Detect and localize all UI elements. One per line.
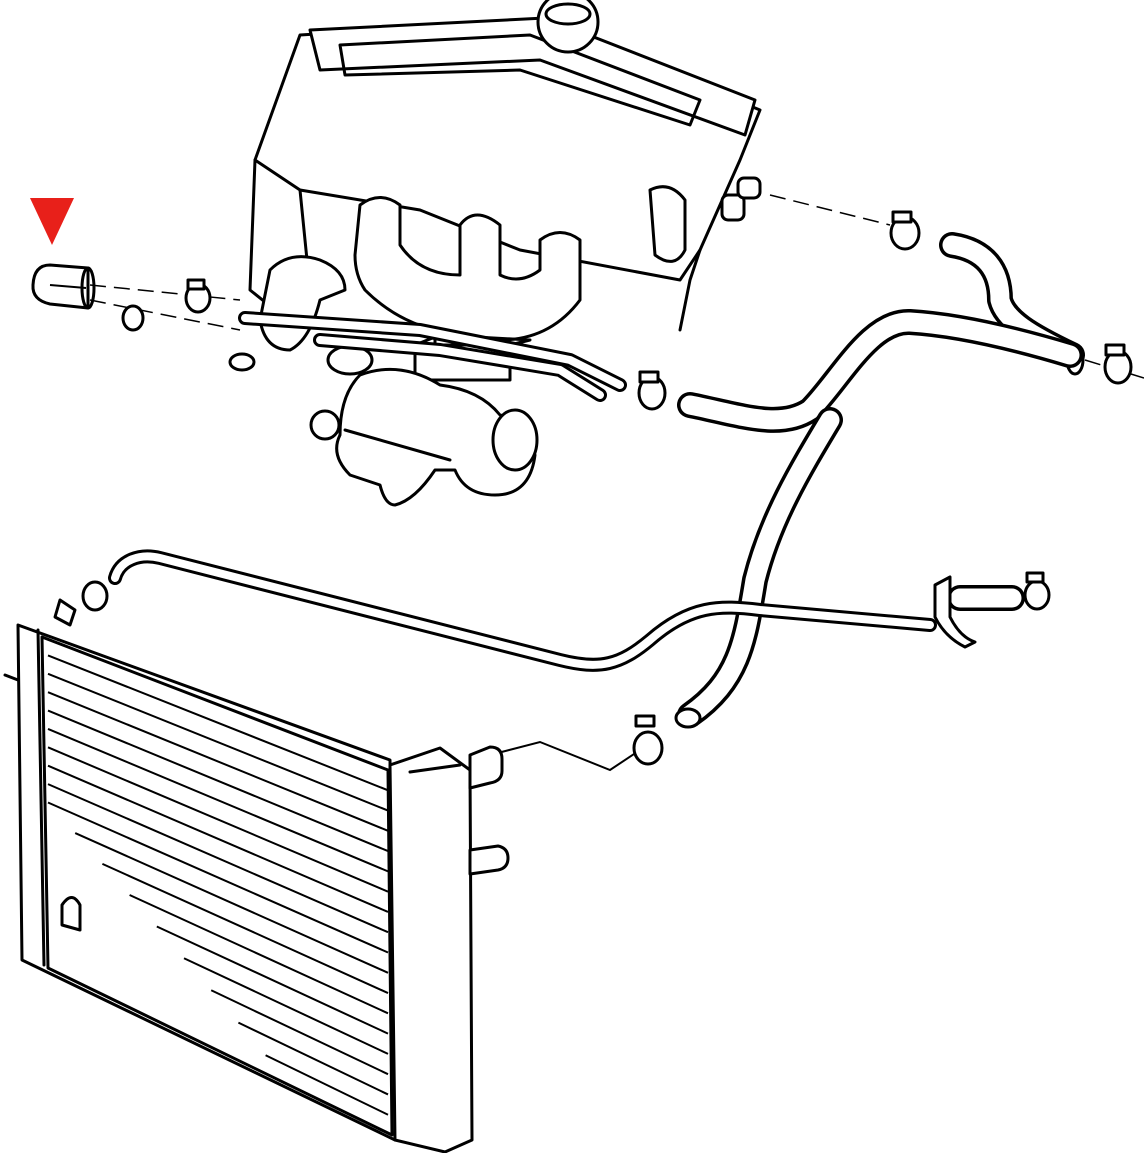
radiator-fin bbox=[237, 1021, 389, 1096]
radiator-fin bbox=[156, 925, 389, 1035]
radiator-fin bbox=[183, 957, 389, 1055]
hose-clamp bbox=[889, 210, 921, 251]
radiator-fin bbox=[47, 709, 389, 853]
hose-clamp bbox=[632, 714, 664, 766]
hose-clamp bbox=[121, 304, 145, 332]
radiator-fin bbox=[47, 746, 389, 893]
hose-clamp bbox=[1103, 343, 1133, 385]
radiator-fin bbox=[210, 989, 389, 1076]
radiator-fin bbox=[129, 894, 389, 1015]
radiator-fin bbox=[47, 691, 389, 832]
hose-connector bbox=[228, 352, 256, 372]
radiator-fin bbox=[265, 1054, 389, 1116]
radiator-fin bbox=[47, 783, 389, 934]
marker-arrow-icon bbox=[30, 198, 74, 245]
long-coolant-pipe bbox=[108, 549, 937, 672]
engine-block bbox=[248, 0, 762, 332]
radiator-fin bbox=[47, 764, 389, 913]
radiator-fin bbox=[47, 728, 389, 873]
radiator-fin bbox=[47, 672, 389, 812]
hose-bracket bbox=[933, 575, 977, 649]
hose-clamp bbox=[184, 278, 212, 314]
radiator bbox=[3, 598, 510, 1153]
engine-bypass-pipe bbox=[238, 311, 627, 402]
hose-clamp bbox=[637, 370, 667, 411]
heater-return-hose bbox=[674, 309, 1083, 729]
radiator-fin bbox=[47, 654, 389, 792]
radiator-fin bbox=[74, 832, 389, 974]
hose-clamp bbox=[1023, 571, 1051, 611]
hose-clamps bbox=[81, 210, 1133, 766]
hose-end-cap bbox=[31, 263, 96, 310]
radiator-fin bbox=[47, 801, 389, 954]
radiator-fin bbox=[101, 862, 389, 994]
hose-clamp bbox=[81, 580, 109, 612]
